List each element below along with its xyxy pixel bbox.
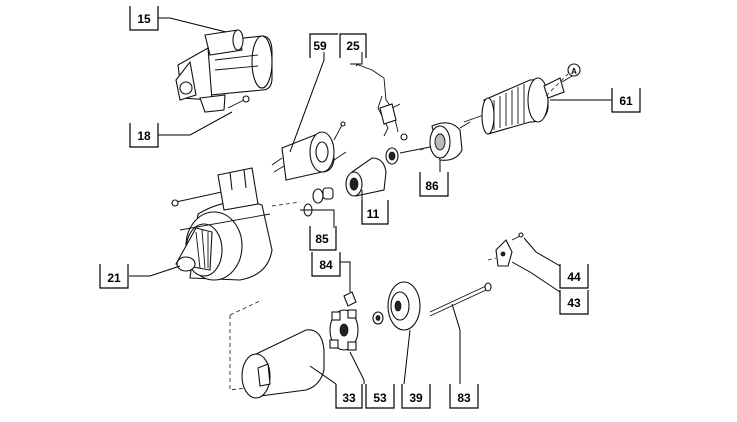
part-brush-holder — [329, 309, 359, 351]
svg-text:33: 33 — [342, 391, 356, 405]
part-bearing-plate — [429, 121, 471, 161]
callout-11: 11 — [361, 200, 389, 225]
svg-text:85: 85 — [315, 232, 329, 246]
part-solenoid — [271, 121, 347, 181]
svg-text:83: 83 — [457, 391, 471, 405]
leader-lines — [129, 17, 612, 385]
callout-53: 53 — [365, 384, 395, 409]
assembly-lines — [229, 73, 569, 391]
svg-text:84: 84 — [319, 258, 333, 272]
svg-text:61: 61 — [619, 94, 633, 108]
svg-text:44: 44 — [567, 270, 581, 284]
part-armature — [463, 75, 573, 135]
svg-text:25: 25 — [346, 39, 360, 53]
callout-59: 59 — [309, 33, 338, 58]
callout-25: 25 — [339, 33, 367, 58]
callout-15: 15 — [129, 6, 159, 31]
part-stator — [241, 329, 325, 399]
svg-text:18: 18 — [137, 129, 151, 143]
callout-33: 33 — [335, 384, 363, 409]
svg-text:39: 39 — [409, 391, 423, 405]
callout-43: 43 — [559, 290, 589, 315]
callout-39: 39 — [401, 384, 431, 409]
svg-text:59: 59 — [313, 39, 327, 53]
part-drive-housing — [175, 167, 273, 281]
svg-text:21: 21 — [107, 271, 121, 285]
part-clip — [343, 291, 357, 307]
part-shift-fork — [355, 63, 408, 141]
part-through-bolt — [429, 282, 492, 317]
callout-61: 61 — [611, 88, 641, 113]
svg-text:15: 15 — [137, 12, 151, 26]
part-planet-gears — [385, 146, 431, 165]
callout-18: 18 — [129, 123, 159, 148]
callout-21: 21 — [99, 264, 129, 289]
svg-text:11: 11 — [367, 207, 380, 221]
reference-marker-a: A — [567, 63, 581, 77]
part-screw-18 — [227, 95, 250, 109]
callout-83: 83 — [449, 384, 479, 409]
svg-text:53: 53 — [373, 391, 387, 405]
callout-44: 44 — [559, 264, 589, 289]
part-pinion — [345, 157, 387, 197]
part-washers — [303, 187, 334, 217]
part-nut — [372, 311, 384, 325]
callout-85: 85 — [309, 226, 337, 251]
reference-marker-label: A — [571, 67, 577, 76]
callout-86: 86 — [419, 172, 449, 197]
svg-text:86: 86 — [425, 179, 439, 193]
part-assembled-starter — [175, 29, 273, 113]
callout-84: 84 — [311, 252, 341, 277]
part-end-cap — [387, 281, 421, 331]
part-cover-plate — [495, 232, 524, 267]
svg-text:43: 43 — [567, 296, 581, 310]
